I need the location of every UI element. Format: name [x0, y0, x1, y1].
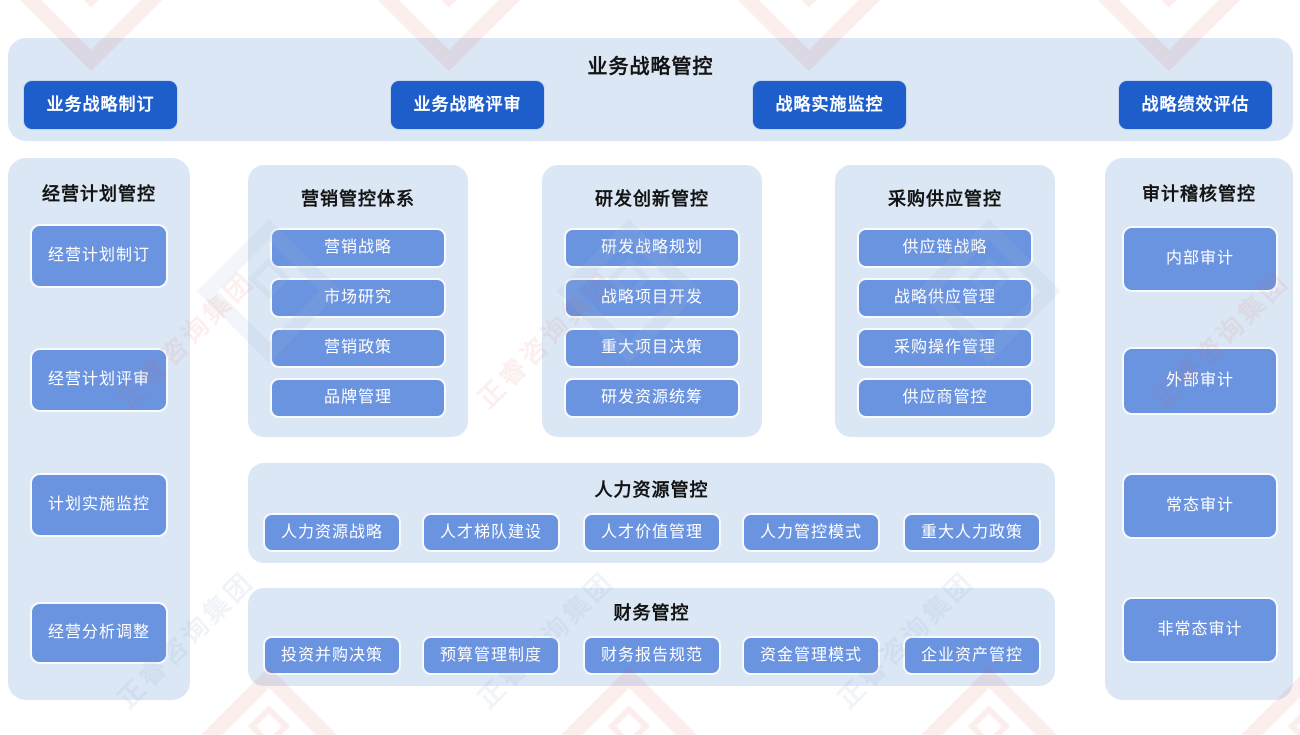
node-strategy-implementation-monitoring: 战略实施监控	[752, 80, 907, 130]
node-procurement-operation-management: 采购操作管理	[857, 328, 1033, 368]
node-plan-implementation-monitoring: 计划实施监控	[30, 473, 168, 537]
node-rnd-strategy-planning: 研发战略规划	[564, 228, 740, 268]
panel-marketing-control: 营销管控体系 营销战略 市场研究 营销政策 品牌管理	[248, 165, 468, 437]
panel-title-audit: 审计稽核管控	[1142, 184, 1256, 204]
node-investment-ma-decision: 投资并购决策	[263, 636, 401, 675]
node-supply-chain-strategy: 供应链战略	[857, 228, 1033, 268]
node-financial-reporting-standard: 财务报告规范	[583, 636, 721, 675]
node-brand-management: 品牌管理	[270, 378, 446, 418]
node-strategic-supply-management: 战略供应管理	[857, 278, 1033, 318]
panel-procurement-supply-control: 采购供应管控 供应链战略 战略供应管理 采购操作管理 供应商管控	[835, 165, 1055, 437]
panel-title-procurement: 采购供应管控	[888, 189, 1002, 209]
node-strategy-performance-evaluation: 战略绩效评估	[1118, 80, 1273, 130]
panel-title-operating-plan: 经营计划管控	[42, 184, 156, 204]
banner-title: 业务战略管控	[587, 56, 714, 78]
node-strategic-project-development: 战略项目开发	[564, 278, 740, 318]
node-operating-analysis-adjustment: 经营分析调整	[30, 602, 168, 664]
node-strategy-review: 业务战略评审	[390, 80, 545, 130]
node-marketing-policy: 营销政策	[270, 328, 446, 368]
node-capital-management-model: 资金管理模式	[742, 636, 880, 675]
node-enterprise-asset-control: 企业资产管控	[903, 636, 1041, 675]
panel-operating-plan-control: 经营计划管控 经营计划制订 经营计划评审 计划实施监控 经营分析调整	[8, 158, 190, 700]
node-external-audit: 外部审计	[1122, 347, 1278, 415]
node-rnd-resource-coordination: 研发资源统筹	[564, 378, 740, 418]
node-marketing-strategy: 营销战略	[270, 228, 446, 268]
panel-rnd-innovation-control: 研发创新管控 研发战略规划 战略项目开发 重大项目决策 研发资源统筹	[542, 165, 762, 437]
panel-title-hr: 人力资源管控	[594, 480, 709, 500]
panel-title-rnd: 研发创新管控	[595, 189, 709, 209]
node-major-project-decision: 重大项目决策	[564, 328, 740, 368]
node-talent-value-management: 人才价值管理	[583, 513, 721, 552]
node-market-research: 市场研究	[270, 278, 446, 318]
node-major-hr-policy: 重大人力政策	[903, 513, 1041, 552]
panel-title-marketing: 营销管控体系	[301, 189, 415, 209]
node-internal-audit: 内部审计	[1122, 226, 1278, 292]
node-hr-control-model: 人力管控模式	[742, 513, 880, 552]
node-hr-strategy: 人力资源战略	[263, 513, 401, 552]
node-operating-plan-review: 经营计划评审	[30, 348, 168, 412]
panel-finance-control: 财务管控 投资并购决策 预算管理制度 财务报告规范 资金管理模式 企业资产管控	[248, 588, 1055, 686]
node-talent-pipeline-building: 人才梯队建设	[422, 513, 560, 552]
node-strategy-formulation: 业务战略制订	[23, 80, 178, 130]
panel-audit-control: 审计稽核管控 内部审计 外部审计 常态审计 非常态审计	[1105, 158, 1293, 700]
node-operating-plan-formulation: 经营计划制订	[30, 224, 168, 288]
panel-hr-control: 人力资源管控 人力资源战略 人才梯队建设 人才价值管理 人力管控模式 重大人力政…	[248, 463, 1055, 563]
node-irregular-audit: 非常态审计	[1122, 597, 1278, 663]
panel-title-finance: 财务管控	[613, 603, 690, 623]
panel-business-strategy-control: 业务战略管控 业务战略制订 业务战略评审 战略实施监控 战略绩效评估	[8, 38, 1293, 141]
node-regular-audit: 常态审计	[1122, 473, 1278, 539]
node-budget-management-system: 预算管理制度	[422, 636, 560, 675]
node-supplier-control: 供应商管控	[857, 378, 1033, 418]
